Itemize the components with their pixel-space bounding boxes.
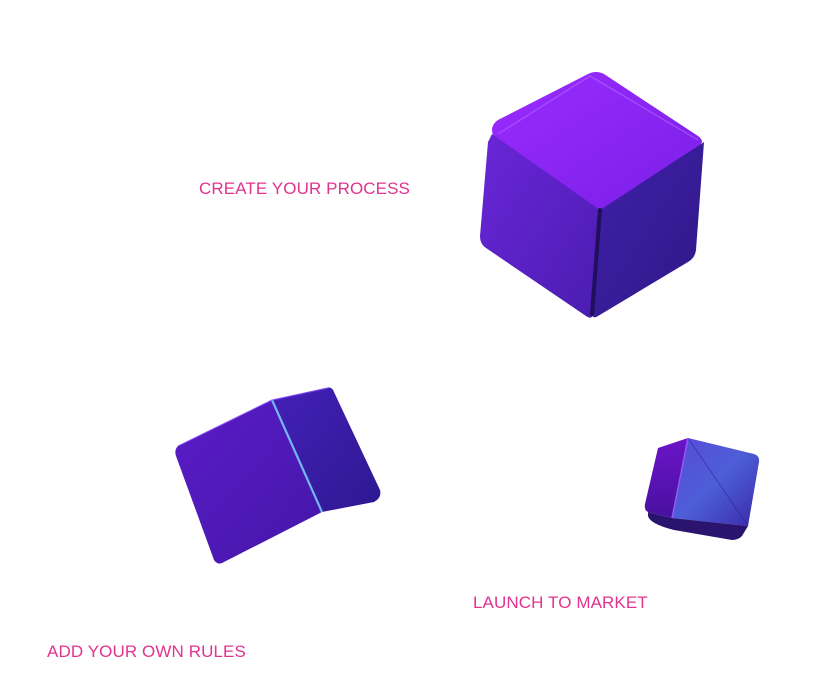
step-label-launch-to-market: LAUNCH TO MARKET — [473, 593, 648, 612]
step-label-create-your-process: CREATE YOUR PROCESS — [199, 179, 410, 198]
cube-icon — [480, 72, 704, 318]
cube-icon — [175, 387, 381, 564]
cube-icon — [644, 437, 760, 540]
step-label-add-your-own-rules: ADD YOUR OWN RULES — [47, 642, 246, 661]
